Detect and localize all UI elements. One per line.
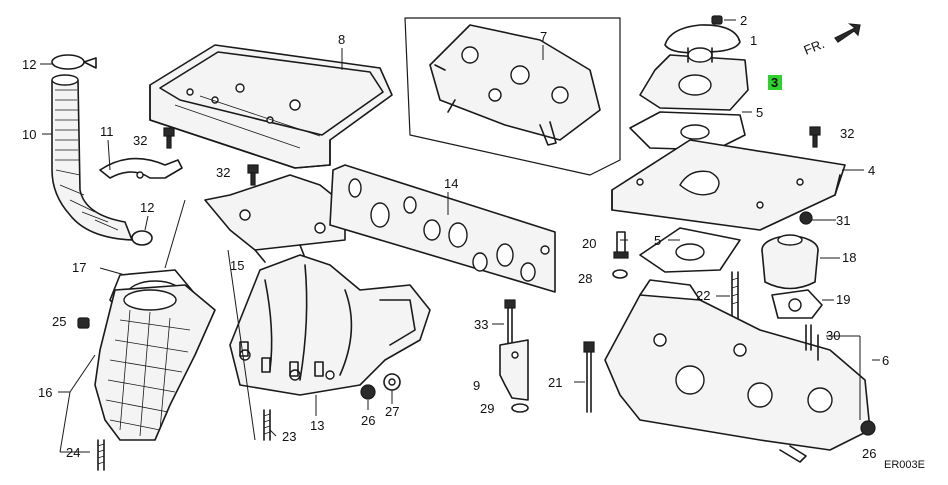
callout-27: 27 bbox=[385, 404, 399, 419]
part-4-plate[interactable] bbox=[611, 139, 846, 231]
callout-31: 31 bbox=[836, 213, 850, 228]
callout-20: 20 bbox=[582, 236, 596, 251]
callout-28: 28 bbox=[578, 271, 592, 286]
callout-32-left: 32 bbox=[133, 133, 147, 148]
callout-25: 25 bbox=[52, 314, 66, 329]
leader-lines bbox=[40, 19, 880, 453]
part-28-washer[interactable] bbox=[612, 269, 628, 279]
part-31-nut[interactable] bbox=[799, 211, 813, 225]
callout-23: 23 bbox=[282, 429, 296, 444]
part-26-nut-right[interactable] bbox=[860, 420, 876, 436]
part-20-sensor[interactable] bbox=[613, 231, 629, 259]
part-26-nut-center[interactable] bbox=[360, 384, 376, 400]
part-15-manifold-cover[interactable] bbox=[204, 174, 346, 263]
bolt-32-mid[interactable] bbox=[247, 164, 259, 186]
callout-11: 11 bbox=[100, 124, 114, 139]
direction-arrow-icon bbox=[834, 23, 861, 43]
bolt-32-left[interactable] bbox=[163, 127, 175, 149]
part-3-throttle-body[interactable] bbox=[639, 47, 749, 111]
callout-8: 8 bbox=[338, 32, 345, 47]
part-8-heat-shield[interactable] bbox=[149, 44, 393, 169]
part-5-lower-gasket[interactable] bbox=[639, 227, 741, 273]
callout-14: 14 bbox=[444, 176, 458, 191]
callout-3-highlight bbox=[768, 75, 782, 90]
callout-3: 3 bbox=[771, 75, 778, 90]
stud-23[interactable] bbox=[263, 409, 271, 441]
callout-18: 18 bbox=[842, 250, 856, 265]
part-5-gasket[interactable] bbox=[629, 111, 746, 151]
callout-16: 16 bbox=[38, 385, 52, 400]
part-6-intake-manifold[interactable] bbox=[604, 279, 871, 463]
callout-5-top: 5 bbox=[756, 105, 763, 120]
part-7-manifold[interactable] bbox=[429, 24, 601, 146]
callout-labels: 12 10 11 32 12 8 7 2 1 FR. 3 5 32 4 32 1… bbox=[22, 13, 925, 471]
bolt-25[interactable] bbox=[77, 317, 90, 329]
callout-33: 33 bbox=[474, 317, 488, 332]
callout-1: 1 bbox=[750, 33, 757, 48]
callout-21: 21 bbox=[548, 375, 562, 390]
part-12-clamp-top[interactable] bbox=[51, 54, 97, 70]
callout-6: 6 bbox=[882, 353, 889, 368]
part-32-bolt-right[interactable] bbox=[809, 126, 821, 148]
callout-2: 2 bbox=[740, 13, 747, 28]
callout-13: 13 bbox=[310, 418, 324, 433]
callout-32-mid: 32 bbox=[216, 165, 230, 180]
part-21-bolt[interactable] bbox=[583, 341, 595, 413]
callout-12-top: 12 bbox=[22, 57, 36, 72]
callout-17: 17 bbox=[72, 260, 86, 275]
callout-29: 29 bbox=[480, 401, 494, 416]
part-18-egr-valve[interactable] bbox=[761, 234, 819, 290]
callout-32-right: 32 bbox=[840, 126, 854, 141]
callout-30: 30 bbox=[826, 328, 840, 343]
callout-4: 4 bbox=[868, 163, 875, 178]
callout-24: 24 bbox=[66, 445, 80, 460]
part-13-exhaust-manifold[interactable] bbox=[229, 254, 431, 396]
part-19-gasket[interactable] bbox=[771, 289, 823, 319]
callout-9: 9 bbox=[473, 378, 480, 393]
part-11-bracket[interactable] bbox=[99, 157, 183, 179]
callout-26-center: 26 bbox=[361, 413, 375, 428]
part-29-washer[interactable] bbox=[511, 403, 529, 413]
part-30-studs[interactable] bbox=[805, 324, 819, 361]
callout-22: 22 bbox=[696, 288, 710, 303]
callout-10: 10 bbox=[22, 127, 36, 142]
diagram-code: ER003E bbox=[884, 459, 925, 471]
part-14-gasket[interactable] bbox=[329, 164, 556, 293]
callout-5-lower: 5 bbox=[654, 233, 661, 248]
callout-12-lower: 12 bbox=[140, 200, 154, 215]
part-10-hose[interactable] bbox=[51, 74, 133, 241]
callout-7: 7 bbox=[540, 29, 547, 44]
stud-24[interactable] bbox=[97, 439, 105, 471]
callout-15: 15 bbox=[230, 258, 244, 273]
part-16-catalytic-converter[interactable] bbox=[94, 284, 216, 441]
part-27-nut[interactable] bbox=[383, 373, 401, 391]
callout-19: 19 bbox=[836, 292, 850, 307]
part-12-clamp-lower[interactable] bbox=[131, 230, 153, 246]
part-2-nut[interactable] bbox=[711, 15, 723, 25]
callout-26-right: 26 bbox=[862, 446, 876, 461]
part-7-inset-frame bbox=[404, 17, 621, 176]
part-9-stay[interactable] bbox=[499, 339, 529, 401]
direction-label: FR. bbox=[802, 36, 827, 58]
